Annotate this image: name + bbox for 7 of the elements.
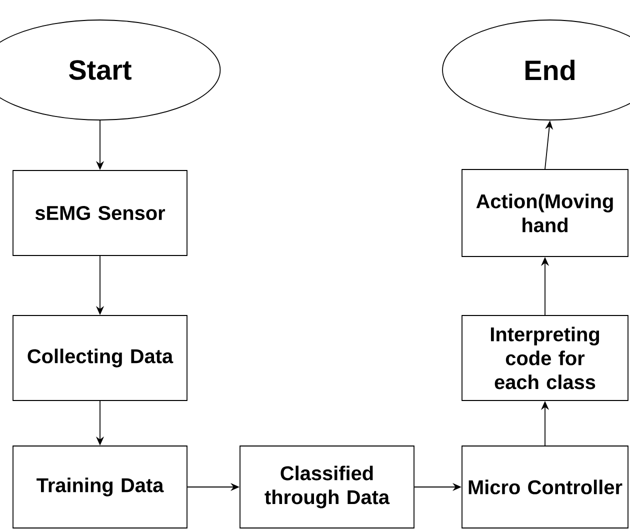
process-box: sEMG Sensor [12, 170, 188, 256]
process-box: Interpreting code for each class [462, 315, 628, 401]
process-box: Action(Moving hand [462, 169, 628, 257]
process-box: Training Data [12, 446, 188, 528]
process-box: Classified through Data [240, 446, 414, 528]
process-box: Micro Controller [462, 446, 628, 528]
process-box: Collecting Data [12, 315, 188, 401]
